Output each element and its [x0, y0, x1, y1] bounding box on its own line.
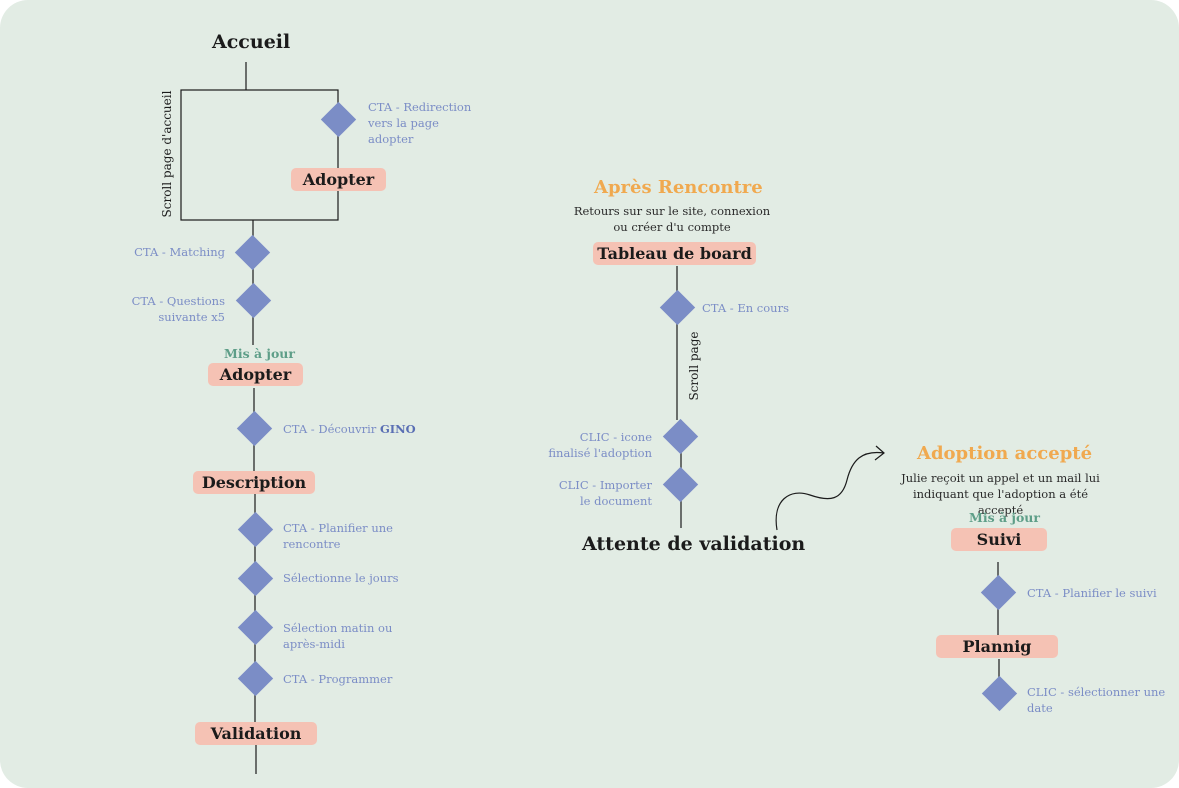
scroll-page-label: Scroll page [687, 331, 701, 401]
cta-questions-label: CTA - Questions suivante x5 [131, 294, 225, 324]
cta-discover-label: CTA - Découvrir GINO [283, 421, 416, 437]
update-label-2: Mis à jour [969, 510, 1040, 525]
scroll-home-label: Scroll page d'accueil [160, 90, 174, 218]
cta-program-label: CTA - Programmer [283, 672, 393, 686]
adoption-accepted-subtitle: Julie reçoit un appel et un mail lui ind… [901, 471, 1100, 517]
waiting-validation-title: Attente de validation [582, 533, 806, 555]
description-node[interactable]: Description [193, 471, 315, 494]
planning-node[interactable]: Plannig [936, 635, 1058, 658]
pet-name: GINO [379, 422, 416, 436]
cta-matching-label: CTA - Matching [134, 245, 225, 259]
curved-arrow-line [775, 451, 885, 531]
adopter-node-1[interactable]: Adopter [291, 168, 386, 191]
click-select-date-label: CLIC - sélectionner une date [1027, 685, 1166, 715]
validation-node[interactable]: Validation [195, 722, 317, 745]
suivi-node[interactable]: Suivi [951, 528, 1047, 551]
cta-discover-text: CTA - Découvrir [283, 422, 377, 436]
click-import-label: CLIC - Importer le document [558, 478, 652, 508]
adoption-accepted-title: Adoption accepté [917, 443, 1093, 464]
click-finalize-label: CLIC - icone finalisé l'adoption [548, 430, 652, 460]
arrow-head [874, 445, 885, 461]
scroll-loop-box [180, 89, 339, 221]
cta-redirection-label: CTA - Redirection vers la page adopter [368, 100, 472, 146]
after-meeting-title: Après Rencontre [594, 177, 763, 198]
adopter-node-2[interactable]: Adopter [208, 363, 303, 386]
cta-plan-followup-label: CTA - Planifier le suivi [1027, 586, 1157, 600]
cta-plan-meeting-label: CTA - Planifier une rencontre [283, 521, 393, 551]
update-label-1: Mis à jour [224, 346, 295, 361]
page-title-accueil: Accueil [212, 31, 291, 53]
select-time-label: Sélection matin ou après-midi [283, 621, 393, 651]
select-days-label: Sélectionne le jours [283, 571, 399, 585]
after-meeting-subtitle: Retours sur sur le site, connexion ou cr… [573, 204, 771, 234]
cta-in-progress-label: CTA - En cours [702, 301, 789, 315]
dashboard-node[interactable]: Tableau de board [593, 242, 756, 265]
